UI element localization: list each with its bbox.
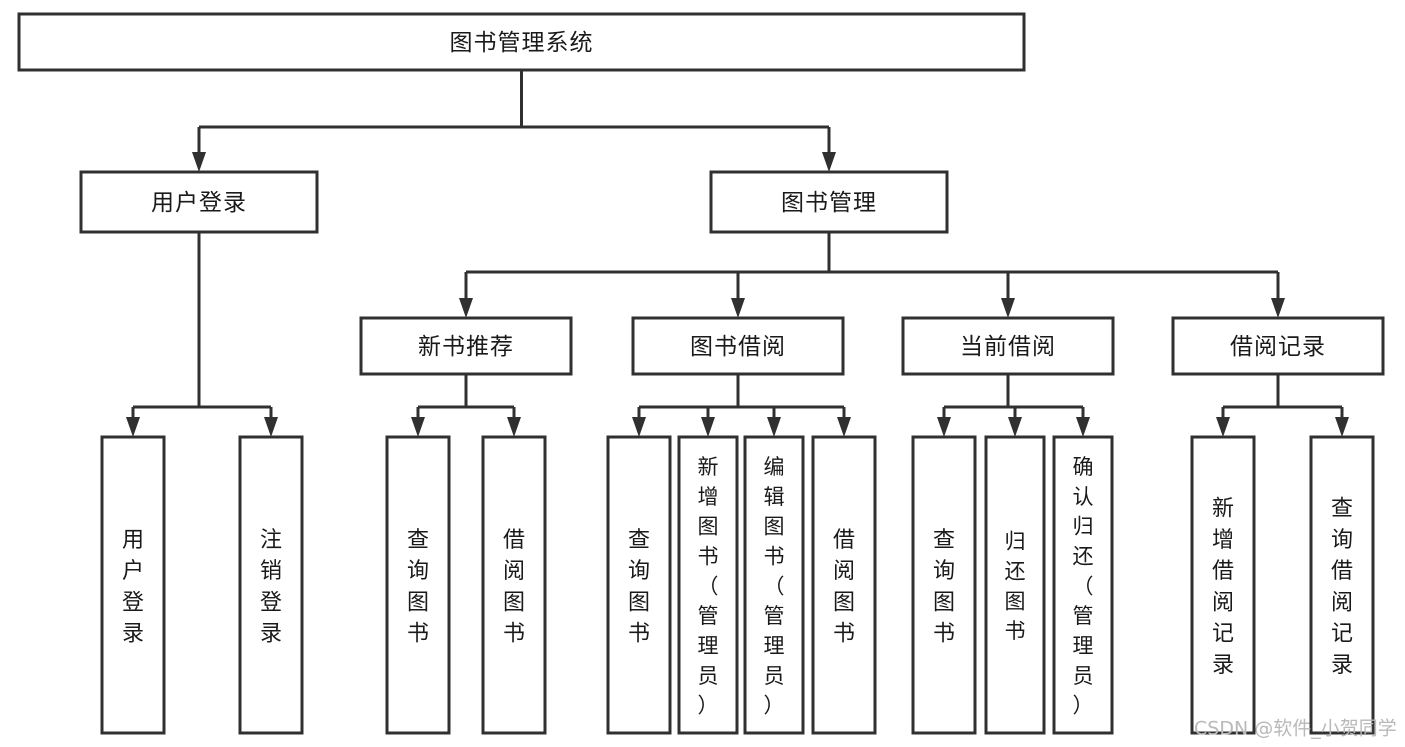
node-book-borrow[interactable]: 图书借阅 [631,316,845,376]
arrow-head-icon [507,417,521,437]
node-label-leaf-query-borrow-record: 查询借阅记录 [1331,497,1353,678]
node-label-leaf-add-book-admin: 新增图书（管理员） [698,455,719,718]
arrow-head-icon [822,152,836,172]
node-box-new-book-recommend[interactable] [359,316,573,376]
node-box-leaf-query-borrow-record[interactable] [1309,435,1375,735]
arrow-head-icon [632,417,646,437]
node-root[interactable]: 图书管理系统 [17,12,1026,72]
node-box-leaf-add-book-admin[interactable] [677,435,739,735]
arrow-head-icon [767,417,781,437]
node-label-leaf-confirm-return-admin: 确认归还（管理员） [1073,455,1094,718]
node-label-leaf-return-book: 归还图书 [1005,530,1026,643]
arrow-head-icon [126,417,140,437]
node-new-book-recommend[interactable]: 新书推荐 [359,316,573,376]
node-leaf-edit-book-admin[interactable]: 编辑图书（管理员） [743,435,805,735]
node-user-login[interactable]: 用户登录 [79,170,319,234]
arrow-head-icon [1335,417,1349,437]
node-box-leaf-borrow-book[interactable] [811,435,877,735]
arrow-head-icon [1216,417,1230,437]
node-borrow-record[interactable]: 借阅记录 [1171,316,1385,376]
arrow-head-icon [1076,417,1090,437]
arrow-head-icon [264,417,278,437]
node-box-borrow-record[interactable] [1171,316,1385,376]
node-leaf-user-login[interactable]: 用户登录 [100,435,166,735]
node-label-leaf-add-borrow-record: 新增借阅记录 [1212,497,1234,678]
arrow-head-icon [1008,417,1022,437]
node-leaf-query-borrow-record[interactable]: 查询借阅记录 [1309,435,1375,735]
node-layer: 图书管理系统用户登录图书管理新书推荐图书借阅当前借阅借阅记录用户登录注销登录查询… [17,12,1385,735]
node-box-leaf-query-book-recommend[interactable] [385,435,451,735]
node-box-user-login[interactable] [79,170,319,234]
node-box-leaf-edit-book-admin[interactable] [743,435,805,735]
node-label-current-borrow: 当前借阅 [960,334,1056,360]
node-leaf-logout-login[interactable]: 注销登录 [238,435,304,735]
node-label-leaf-query-book-recommend: 查询图书 [407,528,429,647]
node-box-book-borrow[interactable] [631,316,845,376]
node-box-leaf-add-borrow-record[interactable] [1190,435,1256,735]
node-box-leaf-user-login[interactable] [100,435,166,735]
node-label-book-management: 图书管理 [781,190,877,216]
node-leaf-add-book-admin[interactable]: 新增图书（管理员） [677,435,739,735]
node-leaf-query-book-current[interactable]: 查询图书 [911,435,977,735]
csdn-watermark: CSDN @软件_小贺同学 [1194,718,1397,740]
connector-layer [126,70,1349,437]
node-box-book-management[interactable] [709,170,949,234]
node-label-user-login: 用户登录 [151,190,247,216]
node-box-leaf-query-book-current[interactable] [911,435,977,735]
arrow-head-icon [701,417,715,437]
node-box-leaf-logout-login[interactable] [238,435,304,735]
node-label-leaf-borrow-book-recommend: 借阅图书 [503,528,525,647]
node-box-leaf-query-book-borrow[interactable] [606,435,672,735]
node-label-leaf-query-book-borrow: 查询图书 [628,528,650,647]
node-leaf-query-book-recommend[interactable]: 查询图书 [385,435,451,735]
node-leaf-query-book-borrow[interactable]: 查询图书 [606,435,672,735]
node-box-leaf-confirm-return-admin[interactable] [1052,435,1114,735]
node-label-leaf-query-book-current: 查询图书 [933,528,955,647]
arrow-head-icon [192,152,206,172]
node-label-leaf-borrow-book: 借阅图书 [833,528,855,647]
arrow-head-icon [1001,298,1015,318]
arrow-head-icon [411,417,425,437]
arrow-head-icon [459,298,473,318]
node-book-management[interactable]: 图书管理 [709,170,949,234]
node-box-current-borrow[interactable] [901,316,1115,376]
node-box-leaf-return-book[interactable] [984,435,1046,735]
node-label-leaf-user-login: 用户登录 [122,528,144,647]
arrow-head-icon [1271,298,1285,318]
node-leaf-borrow-book[interactable]: 借阅图书 [811,435,877,735]
node-leaf-add-borrow-record[interactable]: 新增借阅记录 [1190,435,1256,735]
node-label-book-borrow: 图书借阅 [690,334,786,360]
node-leaf-borrow-book-recommend[interactable]: 借阅图书 [481,435,547,735]
arrow-head-icon [937,417,951,437]
node-current-borrow[interactable]: 当前借阅 [901,316,1115,376]
arrow-head-icon [731,298,745,318]
node-label-borrow-record: 借阅记录 [1230,334,1326,360]
node-label-leaf-edit-book-admin: 编辑图书（管理员） [764,455,785,718]
arrow-head-icon [837,417,851,437]
node-label-new-book-recommend: 新书推荐 [418,334,514,360]
node-label-leaf-logout-login: 注销登录 [260,528,282,647]
node-box-root[interactable] [17,12,1026,72]
node-label-root: 图书管理系统 [450,30,594,56]
node-box-leaf-borrow-book-recommend[interactable] [481,435,547,735]
node-leaf-confirm-return-admin[interactable]: 确认归还（管理员） [1052,435,1114,735]
node-leaf-return-book[interactable]: 归还图书 [984,435,1046,735]
